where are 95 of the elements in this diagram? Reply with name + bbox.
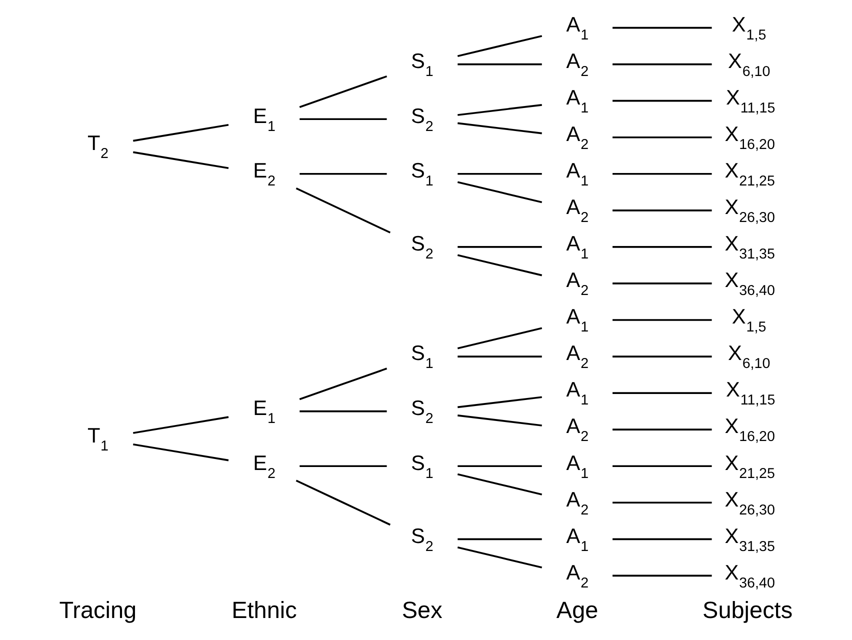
connector — [458, 538, 542, 540]
connector — [300, 118, 387, 120]
node-text: E$_{1}$ — [253, 104, 276, 135]
label: Ethnic — [232, 596, 297, 623]
label: Subjects — [702, 596, 793, 623]
connector — [458, 396, 542, 408]
node-text: S$_{1}$ — [411, 452, 434, 482]
node-text: A$_{2}$ — [566, 50, 589, 80]
node-text: X$_{31,35}$ — [724, 524, 775, 555]
label: Sex — [402, 596, 442, 623]
node-text: E$_{2}$ — [253, 452, 276, 482]
connector — [458, 172, 542, 175]
node-text: A$_{1}$ — [566, 86, 589, 116]
connector — [300, 410, 387, 412]
connector — [132, 416, 229, 434]
node-text: S$_{1}$ — [411, 50, 434, 80]
connector — [612, 210, 712, 212]
node-text: A$_{2}$ — [566, 196, 589, 226]
connector — [296, 480, 391, 526]
node-text: A$_{1}$ — [566, 306, 589, 336]
node-text: X$_{36,40}$ — [724, 269, 775, 300]
connector — [457, 35, 542, 58]
node-text: A$_{1}$ — [566, 378, 589, 409]
connector — [458, 122, 542, 134]
connector — [612, 63, 712, 66]
node-text: X$_{26,30}$ — [724, 488, 775, 518]
node-text: E$_{1}$ — [253, 396, 276, 427]
connector — [457, 327, 542, 350]
connector — [458, 356, 542, 358]
node-text: A$_{2}$ — [566, 561, 589, 592]
node-text: A$_{1}$ — [566, 232, 589, 263]
node-text: A$_{1}$ — [566, 160, 589, 190]
node-text: A$_{2}$ — [566, 123, 589, 154]
connector — [612, 282, 712, 284]
connector — [612, 574, 712, 577]
connector — [132, 124, 229, 142]
node-text: S$_{2}$ — [411, 524, 434, 555]
node-text: S$_{1}$ — [411, 160, 434, 190]
node-text: X$_{36,40}$ — [724, 561, 775, 592]
node-text: X$_{1,5}$ — [732, 13, 766, 44]
node-text: X$_{16,20}$ — [724, 123, 775, 154]
node-text: S$_{2}$ — [411, 232, 434, 263]
node-text: A$_{2}$ — [566, 415, 589, 446]
connector — [458, 246, 542, 248]
connector — [612, 356, 712, 358]
connector — [300, 172, 387, 175]
connector — [612, 428, 712, 430]
node-text: X$_{6,10}$ — [728, 50, 770, 80]
node-text: A$_{2}$ — [566, 269, 589, 300]
node-text: T$_{1}$ — [87, 424, 108, 454]
connector — [458, 63, 542, 66]
connector — [299, 368, 388, 400]
node-text: S$_{1}$ — [411, 342, 434, 372]
node-text: X$_{31,35}$ — [724, 232, 775, 263]
connector — [612, 465, 712, 468]
connector — [612, 172, 712, 175]
connector — [132, 443, 229, 462]
node-text: A$_{2}$ — [566, 342, 589, 372]
connector — [612, 26, 712, 29]
label: Age — [556, 596, 598, 623]
connector — [457, 254, 542, 276]
node-text: S$_{2}$ — [411, 104, 434, 135]
node-text: S$_{2}$ — [411, 396, 434, 427]
node-text: X$_{21,25}$ — [724, 452, 775, 482]
connector — [296, 188, 391, 234]
connector — [458, 414, 542, 426]
node-text: A$_{1}$ — [566, 452, 589, 482]
connector — [612, 538, 712, 540]
connector — [612, 319, 712, 321]
node-text: A$_{1}$ — [566, 524, 589, 555]
connector — [612, 502, 712, 504]
node-text: X$_{16,20}$ — [724, 415, 775, 446]
connector — [612, 246, 712, 248]
node-text: T$_{2}$ — [87, 132, 108, 162]
connector — [299, 75, 388, 108]
node-text: E$_{2}$ — [253, 160, 276, 190]
node-text: X$_{11,15}$ — [726, 378, 776, 409]
connector — [612, 100, 712, 102]
node-text: X$_{11,15}$ — [726, 86, 776, 116]
node-text: X$_{26,30}$ — [724, 196, 775, 226]
connector — [458, 465, 542, 468]
connector — [132, 151, 229, 170]
connector — [457, 546, 542, 568]
node-text: X$_{6,10}$ — [728, 342, 770, 372]
connector — [458, 104, 542, 116]
node-text: X$_{21,25}$ — [724, 160, 775, 190]
connector — [457, 473, 542, 496]
node-text: A$_{1}$ — [566, 13, 589, 44]
connector — [300, 465, 387, 468]
node-text: A$_{2}$ — [566, 488, 589, 518]
label: Tracing — [59, 596, 137, 623]
connector — [612, 392, 712, 394]
connector — [457, 181, 542, 204]
node-text: X$_{1,5}$ — [732, 306, 766, 336]
connector — [612, 136, 712, 138]
